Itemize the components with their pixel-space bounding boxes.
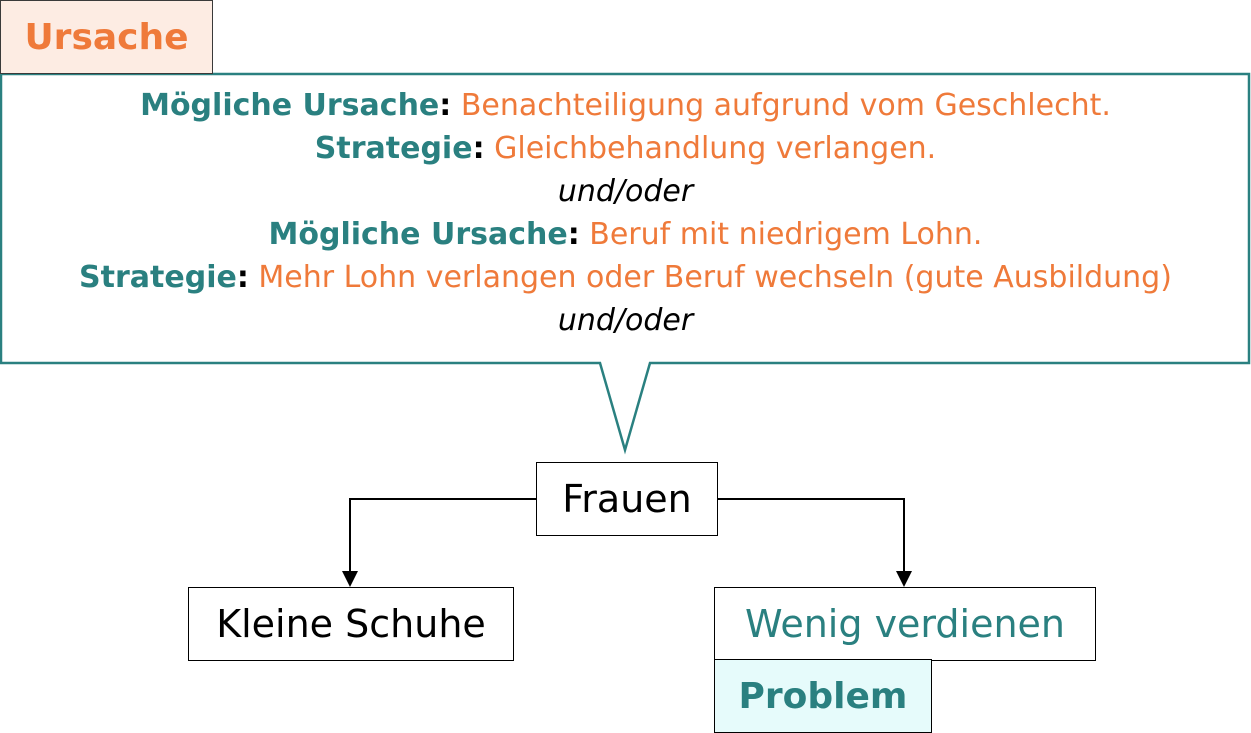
cause-text-1: Benachteiligung aufgrund vom Geschlecht. [460,88,1111,123]
node-kleine-schuhe-label: Kleine Schuhe [216,602,486,646]
node-frauen-label: Frauen [562,477,692,521]
ursache-tag-label: Ursache [24,16,189,58]
bubble-line-5: Strategie: Mehr Lohn verlangen oder Beru… [79,260,1172,295]
speech-bubble [0,72,1251,455]
node-wenig-verdienen-label: Wenig verdienen [745,602,1065,646]
arrowhead-right [896,571,912,587]
bubble-line-4: Mögliche Ursache: Beruf mit niedrigem Lo… [268,217,983,252]
node-kleine-schuhe: Kleine Schuhe [188,587,514,661]
speech-bubble-outline [0,72,1251,455]
connector-left [349,498,536,572]
and-or-2: und/oder [557,303,694,338]
strategy-label-2: Strategie [79,260,237,295]
bubble-line-1: Mögliche Ursache: Benachteiligung aufgru… [140,88,1111,123]
problem-tag-label: Problem [738,675,908,717]
bubble-line-2: Strategie: Gleichbehandlung verlangen. [314,131,937,166]
cause-label-2: Mögliche Ursache [268,217,568,252]
strategy-label-1: Strategie [314,131,473,166]
cause-text-2: Beruf mit niedrigem Lohn. [589,217,983,252]
cause-label-1: Mögliche Ursache [140,88,440,123]
node-wenig-verdienen: Wenig verdienen [714,587,1096,661]
bubble-text: Mögliche Ursache: Benachteiligung aufgru… [0,84,1251,342]
and-or-1: und/oder [557,174,694,209]
problem-tag: Problem [714,659,932,733]
arrowhead-left [342,571,358,587]
strategy-text-2: Mehr Lohn verlangen oder Beruf wechseln … [258,260,1172,295]
ursache-tag: Ursache [0,0,213,74]
strategy-text-1: Gleichbehandlung verlangen. [494,131,937,166]
node-frauen: Frauen [536,462,718,536]
connector-right [718,498,905,572]
